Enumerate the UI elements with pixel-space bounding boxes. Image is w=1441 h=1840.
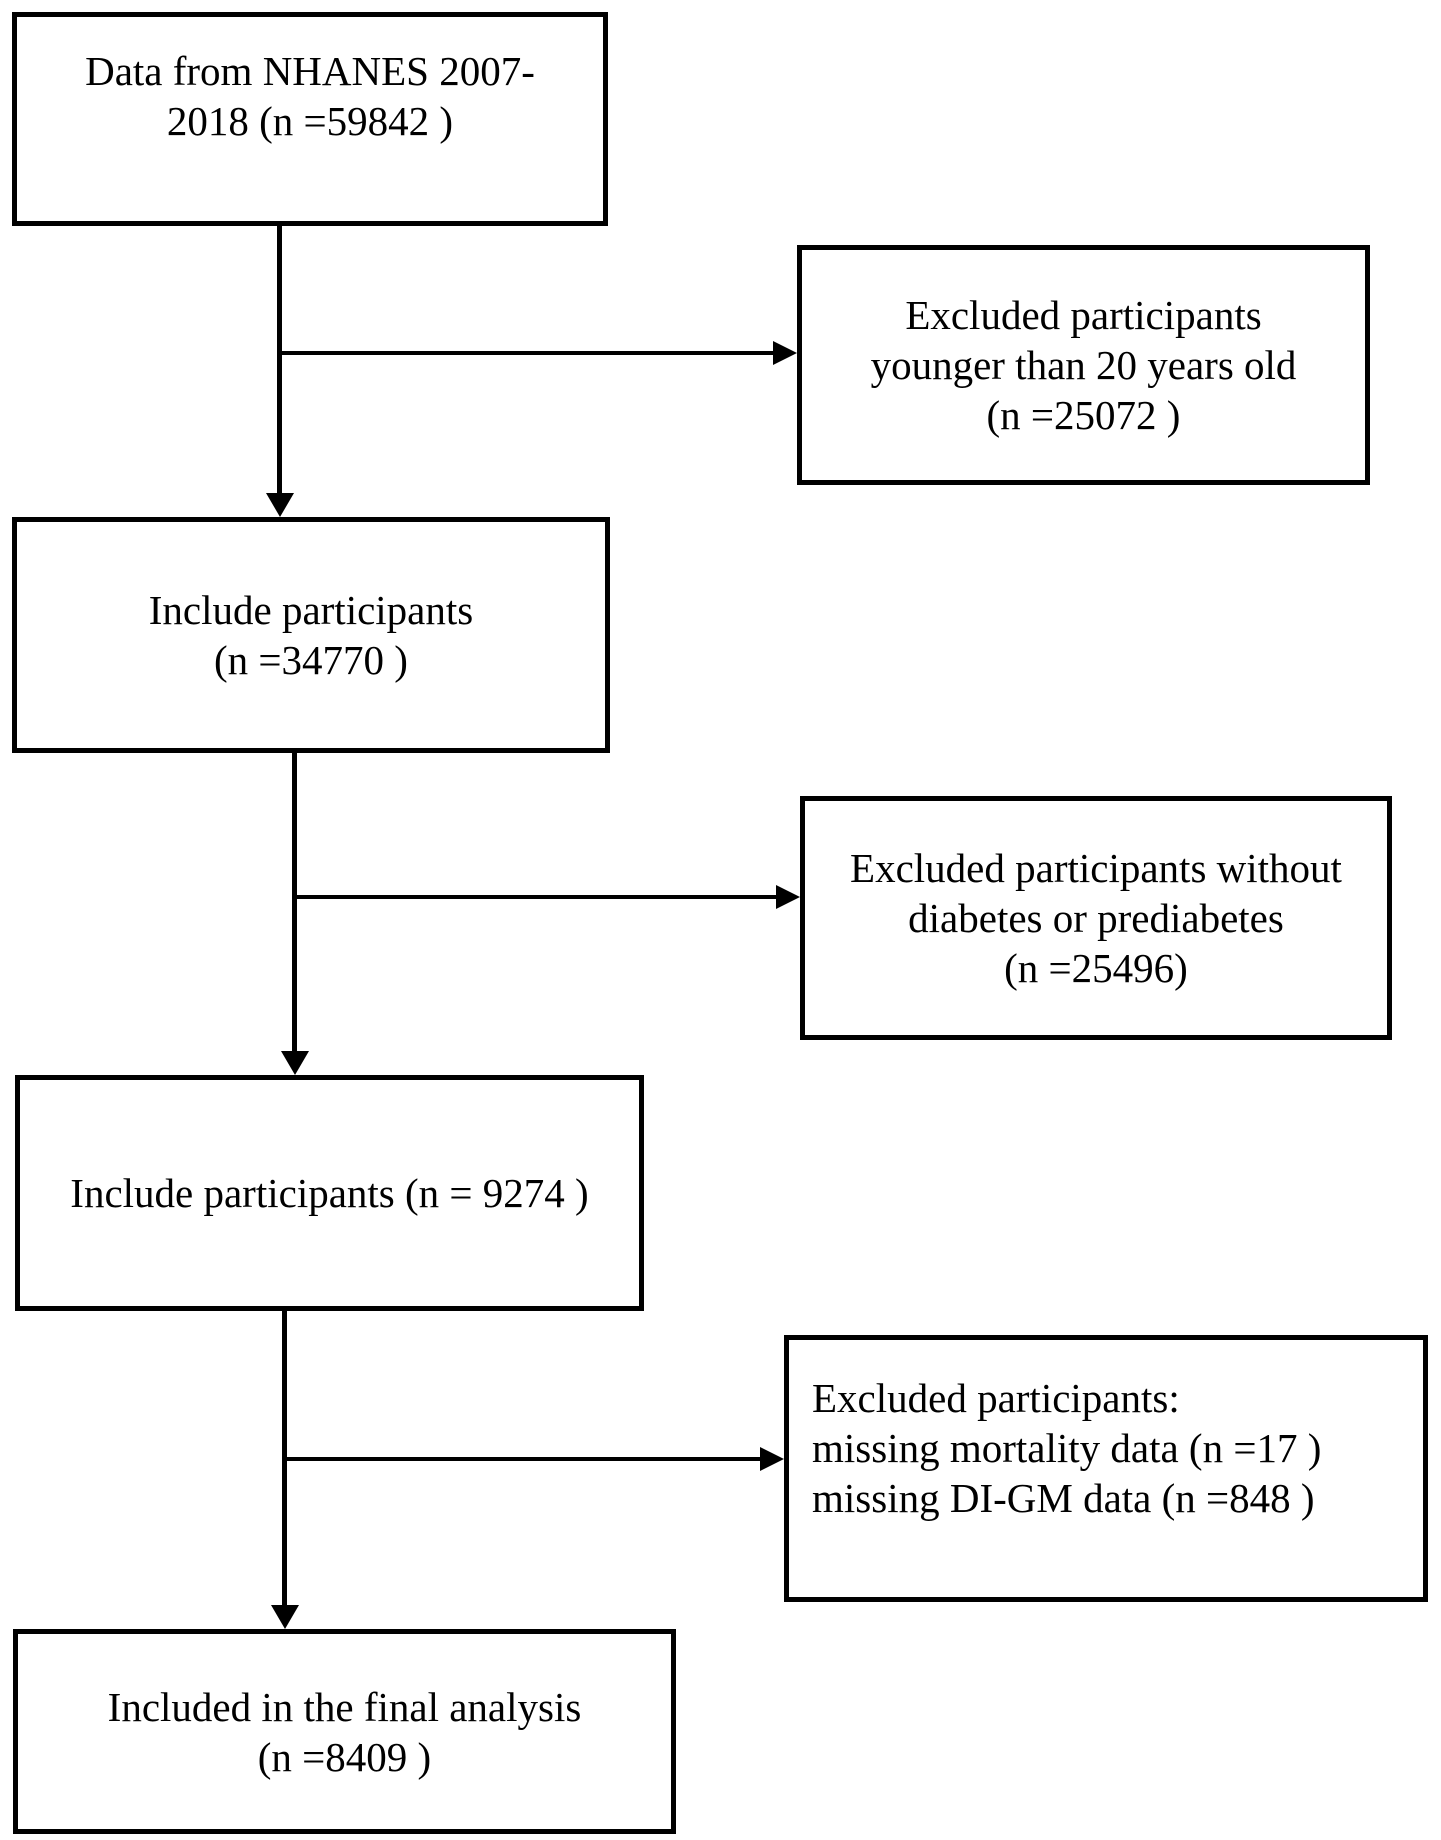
box-text-line: missing mortality data (n =17 ) <box>812 1425 1322 1471</box>
flow-box-excluded-no-diabetes: Excluded participants without diabetes o… <box>800 796 1392 1040</box>
box-text-line: Included in the final analysis <box>107 1683 582 1730</box>
box-text-line: Data from NHANES 2007- <box>85 48 535 94</box>
flow-box-excluded-missing-data: Excluded participants: missing mortality… <box>784 1335 1428 1602</box>
box-text-line: younger than 20 years old <box>870 342 1297 388</box>
box-text-line: (n =25496) <box>1004 945 1188 991</box>
branch-excluded-diabetes-line <box>292 895 776 899</box>
box-text-line: (n =25072 ) <box>986 392 1181 438</box>
box-text-line: Include participants (n = 9274 ) <box>70 1170 589 1216</box>
flow-box-source-data: Data from NHANES 2007- 2018 (n =59842 ) <box>12 12 608 226</box>
arrowhead-right-3 <box>760 1447 784 1471</box>
box-text-line: diabetes or prediabetes <box>908 895 1284 941</box>
arrowhead-down-1 <box>266 493 294 517</box>
box-text-line: 2018 (n =59842 ) <box>166 98 454 144</box>
box-text-line: Excluded participants without <box>850 845 1342 891</box>
box-text-line: missing DI-GM data (n =848 ) <box>812 1475 1315 1521</box>
box-text-line: (n =34770 ) <box>214 637 408 683</box>
flow-box-included-diabetes: Include participants (n = 9274 ) <box>15 1075 644 1311</box>
flow-box-excluded-under-20: Excluded participants younger than 20 ye… <box>797 245 1370 485</box>
connector-source-to-adults <box>277 224 282 493</box>
branch-excluded-missing-line <box>282 1457 760 1461</box>
box-text-line: Excluded participants: <box>812 1375 1180 1421</box>
box-text-line: Excluded participants <box>905 292 1262 338</box>
arrowhead-right-1 <box>773 341 797 365</box>
box-text-line: Include participants <box>148 587 474 633</box>
box-text-line: (n =8409 ) <box>257 1733 432 1780</box>
flow-box-final-analysis: Included in the final analysis (n =8409 … <box>13 1629 676 1834</box>
arrowhead-right-2 <box>776 885 800 909</box>
flow-box-included-adults: Include participants (n =34770 ) <box>12 517 610 753</box>
arrowhead-down-2 <box>281 1051 309 1075</box>
branch-excluded-age-line <box>279 351 773 355</box>
connector-adults-to-diabetes <box>292 753 297 1051</box>
arrowhead-down-3 <box>271 1605 299 1629</box>
